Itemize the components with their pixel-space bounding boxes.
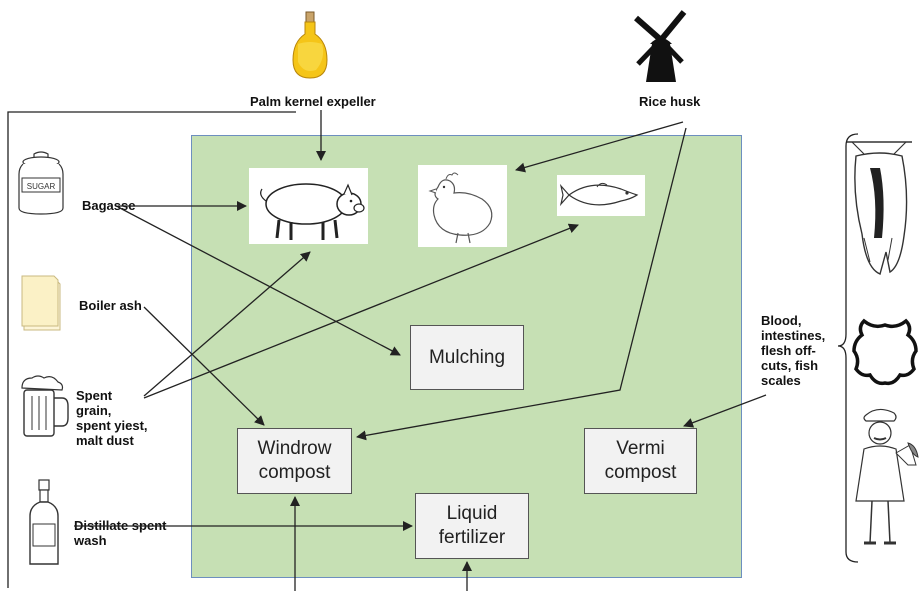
left-frame-line	[8, 112, 296, 588]
arrow-grain-to-pig	[144, 252, 310, 396]
arrow-rice-to-windrow	[357, 128, 686, 437]
arrow-boiler-to-windrow	[144, 307, 264, 425]
arrow-bagasse-to-mulching	[118, 207, 400, 355]
arrow-rice-to-chicken	[516, 122, 683, 170]
arrow-blood-to-vermi	[684, 395, 766, 426]
arrow-grain-to-fish	[144, 225, 578, 398]
right-brace	[838, 134, 858, 562]
